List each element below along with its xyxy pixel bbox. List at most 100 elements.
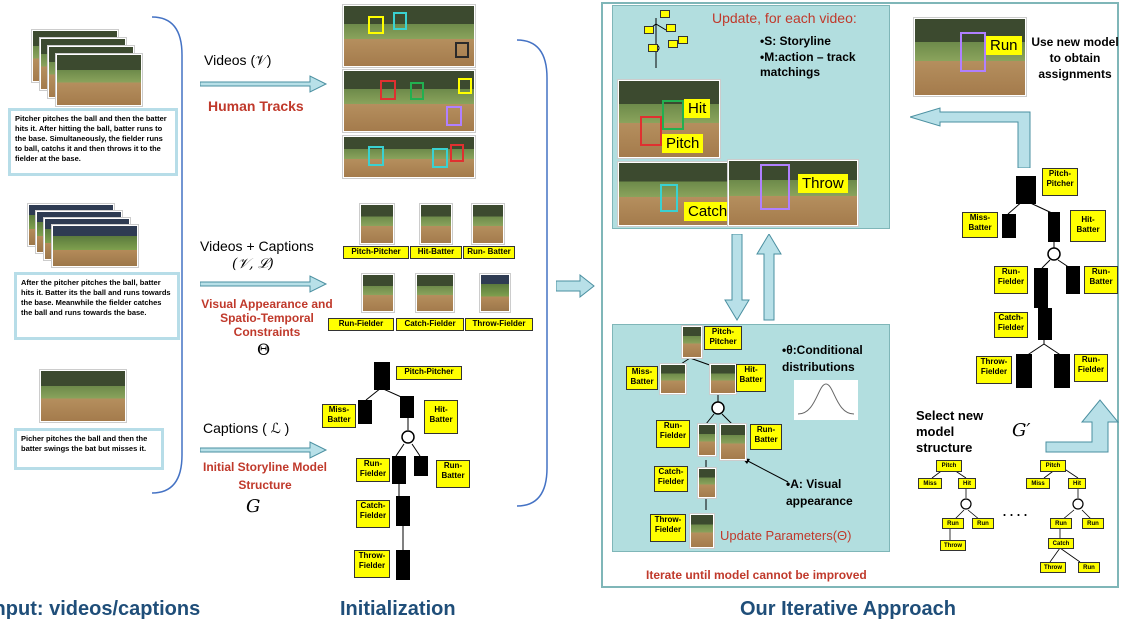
track-box [640, 116, 662, 146]
track-box [450, 144, 464, 162]
action-label-hit: Hit [684, 99, 711, 118]
track-box [660, 184, 678, 212]
videos-captions-math: (𝒱, ℒ) [232, 256, 274, 272]
thumb-label: Run-Fielder [328, 318, 394, 331]
tree-node [1016, 354, 1032, 388]
tree-label: Pitch-Pitcher [1042, 168, 1078, 196]
thumb-label: Throw-Fielder [465, 318, 533, 331]
thumb-image [472, 204, 504, 244]
tree-node [374, 362, 390, 390]
track-image [343, 5, 475, 67]
action-label-pitch: Pitch [662, 134, 704, 153]
frame-image [728, 160, 858, 226]
candidate-label: Run [1050, 518, 1072, 529]
param-label: Hit-Batter [736, 364, 766, 392]
cycle-arrows-icon [724, 234, 782, 321]
candidate-label: Throw [940, 540, 966, 551]
param-thumb [698, 468, 716, 498]
thumb-image [420, 204, 452, 244]
param-label: Run-Batter [750, 424, 782, 450]
track-box [410, 82, 424, 100]
tree-label: Hit-Batter [424, 400, 458, 434]
tree-node [1034, 268, 1048, 308]
tree-label: Pitch-Pitcher [396, 366, 462, 380]
track-box [662, 100, 684, 130]
mini-node [666, 24, 676, 32]
candidate-label: Run [1082, 518, 1104, 529]
select-line: Select new model structure [916, 408, 984, 455]
tree-node [1002, 214, 1016, 238]
thumb-image [360, 204, 394, 244]
tree-label: Run-Batter [436, 460, 470, 488]
thumb-image [480, 274, 510, 312]
mini-node [678, 36, 688, 44]
tree-node [358, 400, 372, 424]
visual-text: •A: Visual appearance [786, 477, 853, 508]
input-title: Input: videos/captions [0, 598, 201, 620]
track-box [458, 78, 472, 94]
iterative-frame [601, 2, 1119, 588]
select-text: Select new model structure [916, 408, 1006, 456]
tree-node [1048, 212, 1060, 242]
candidate-label: Pitch [936, 460, 962, 472]
tree-label: Hit-Batter [1070, 210, 1106, 242]
thumb-label: Catch-Fielder [396, 318, 464, 331]
track-box [432, 148, 448, 168]
param-thumb [710, 364, 736, 394]
tree-label: Catch-Fielder [994, 312, 1028, 338]
tree-label: Catch-Fielder [356, 500, 390, 528]
new-model-text: Use new model to obtain assignments [1031, 35, 1119, 81]
video-frame [52, 225, 138, 267]
track-box [368, 16, 384, 34]
track-box [380, 80, 396, 100]
track-box [960, 32, 986, 72]
theta-symbol: Θ [257, 340, 271, 359]
iterative-title: Our Iterative Approach [740, 598, 956, 620]
caption-box: After the pitcher pitches the ball, batt… [14, 272, 180, 340]
param-label: Run-Fielder [656, 420, 690, 448]
param-thumb [720, 424, 746, 460]
storyline-tree [365, 387, 421, 550]
action-label-throw: Throw [798, 174, 848, 193]
arrow-right-icon [200, 75, 328, 93]
tree-node [400, 396, 414, 418]
tree-label: Throw-Fielder [354, 550, 390, 578]
track-box [446, 106, 462, 126]
videos-captions-label: Videos + Captions [200, 238, 314, 254]
caption-box: Picher pitches the ball and then the bat… [14, 428, 164, 470]
tree-label: Run-Fielder [994, 266, 1028, 294]
brace [151, 16, 183, 494]
distribution-curve [794, 380, 858, 420]
human-tracks-label: Human Tracks [208, 98, 304, 114]
g-symbol: G [246, 496, 261, 517]
thumb-label: Run- Batter [463, 246, 515, 259]
param-thumb [698, 424, 716, 456]
g-prime-symbol: G′ [1012, 420, 1031, 441]
track-box [455, 42, 469, 58]
candidate-label: Pitch [1040, 460, 1066, 472]
candidate-label: Run [972, 518, 994, 529]
storyline-label: Initial Storyline Model Structure [202, 460, 327, 492]
param-thumb [682, 326, 702, 358]
track-box [368, 146, 384, 166]
captions-label: Captions ( ℒ ) [203, 420, 290, 436]
action-label-catch: Catch [684, 202, 732, 221]
track-image [343, 70, 475, 132]
param-label: Catch-Fielder [654, 466, 688, 492]
candidate-label: Catch [1048, 538, 1074, 549]
arrow-right-icon [200, 441, 328, 459]
tree-label: Miss-Batter [322, 404, 356, 428]
track-box [393, 12, 407, 30]
thumb-image [362, 274, 394, 312]
iterate-text: Iterate until model cannot be improved [646, 568, 867, 582]
candidate-label: Miss [1026, 478, 1050, 489]
mini-node [660, 10, 670, 18]
param-thumb [690, 514, 714, 548]
mini-storyline-tree [647, 18, 667, 68]
action-label-run: Run [986, 36, 1022, 55]
track-image [343, 136, 475, 178]
brace [516, 39, 548, 507]
mini-node [648, 44, 658, 52]
visual-appearance-label: Visual Appearance and Spatio-Temporal Co… [201, 297, 333, 339]
arrow-right-icon [556, 274, 595, 298]
